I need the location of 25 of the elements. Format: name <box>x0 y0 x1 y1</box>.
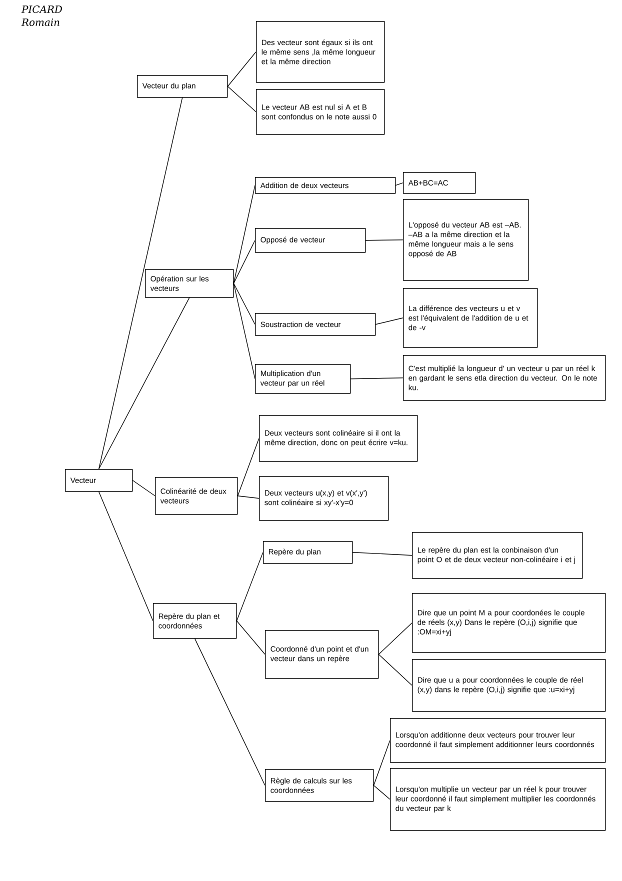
connector-line <box>233 283 256 380</box>
connector-line <box>237 438 260 496</box>
connector-line <box>233 185 256 284</box>
connector-line <box>373 785 390 800</box>
connector-line <box>350 378 404 380</box>
connector-line <box>98 97 183 470</box>
connector-line <box>233 240 256 284</box>
connector-line <box>194 638 266 786</box>
connector-line <box>395 182 404 186</box>
connector-line <box>378 654 412 686</box>
connector-line <box>233 283 256 325</box>
connector-line <box>227 52 256 87</box>
connector-line <box>237 496 260 499</box>
connector-line <box>132 480 156 496</box>
connector-line <box>98 491 154 622</box>
handwritten-name: PICARD Romain <box>21 6 62 26</box>
connector-line <box>378 622 412 655</box>
connector-line <box>365 240 404 241</box>
connector-line <box>352 552 412 556</box>
connector-line <box>373 740 390 786</box>
connector-line <box>227 86 256 112</box>
connector-line <box>236 620 266 655</box>
connector-line <box>236 552 264 622</box>
connector-line <box>98 297 190 470</box>
connector-line <box>375 318 404 325</box>
